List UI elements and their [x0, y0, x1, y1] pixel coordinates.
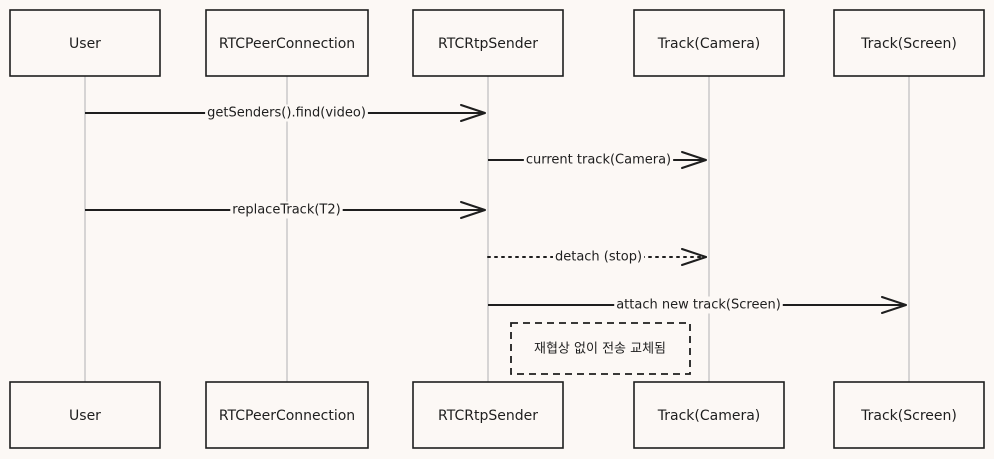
actor-label: RTCPeerConnection — [219, 36, 355, 52]
message-label: detach (stop) — [555, 250, 642, 265]
message-label-bg — [614, 296, 783, 314]
actor-label: Track(Camera) — [657, 408, 761, 424]
actor-top-cam: Track(Camera) — [633, 9, 785, 77]
actor-box — [412, 381, 564, 449]
message-label: replaceTrack(T2) — [232, 203, 340, 218]
actor-label: Track(Camera) — [657, 36, 761, 52]
arrowhead — [460, 201, 486, 219]
actor-bottom-pc: RTCPeerConnection — [205, 381, 369, 449]
message-label: attach new track(Screen) — [616, 298, 781, 313]
message-4: detach (stop) — [487, 248, 707, 266]
message-label-bg — [230, 201, 343, 219]
actor-box — [205, 381, 369, 449]
arrowhead — [460, 104, 486, 122]
actor-box — [833, 381, 985, 449]
actor-top-screen: Track(Screen) — [833, 9, 985, 77]
note: 재협상 없이 전송 교체됨 — [510, 322, 691, 375]
note-box — [510, 322, 691, 375]
actor-label: RTCRtpSender — [438, 36, 538, 52]
message-label-bg — [552, 248, 645, 266]
actor-box — [9, 381, 161, 449]
actor-box — [833, 9, 985, 77]
message-1: getSenders().find(video) — [85, 104, 486, 122]
actor-box — [412, 9, 564, 77]
actor-top-sender: RTCRtpSender — [412, 9, 564, 77]
actor-bottom-sender: RTCRtpSender — [412, 381, 564, 449]
actor-bottom-screen: Track(Screen) — [833, 381, 985, 449]
actor-box — [633, 9, 785, 77]
actor-label: RTCPeerConnection — [219, 408, 355, 424]
actor-bottom-user: User — [9, 381, 161, 449]
note-label: 재협상 없이 전송 교체됨 — [534, 342, 666, 357]
message-label-bg — [523, 151, 674, 169]
actor-label: Track(Screen) — [860, 408, 957, 424]
actor-label: Track(Screen) — [860, 36, 957, 52]
actor-top-user: User — [9, 9, 161, 77]
message-label: getSenders().find(video) — [207, 106, 366, 121]
arrowhead — [681, 151, 707, 169]
message-5: attach new track(Screen) — [488, 296, 907, 314]
actor-label: User — [69, 36, 101, 52]
actor-box — [633, 381, 785, 449]
actor-top-pc: RTCPeerConnection — [205, 9, 369, 77]
message-2: current track(Camera) — [488, 151, 707, 169]
actor-bottom-cam: Track(Camera) — [633, 381, 785, 449]
arrowhead — [881, 296, 907, 314]
arrowhead — [681, 248, 707, 266]
actor-label: User — [69, 408, 101, 424]
actor-box — [205, 9, 369, 77]
message-label: current track(Camera) — [526, 153, 671, 168]
message-3: replaceTrack(T2) — [85, 201, 486, 219]
actor-label: RTCRtpSender — [438, 408, 538, 424]
actor-box — [9, 9, 161, 77]
message-label-bg — [205, 104, 368, 122]
